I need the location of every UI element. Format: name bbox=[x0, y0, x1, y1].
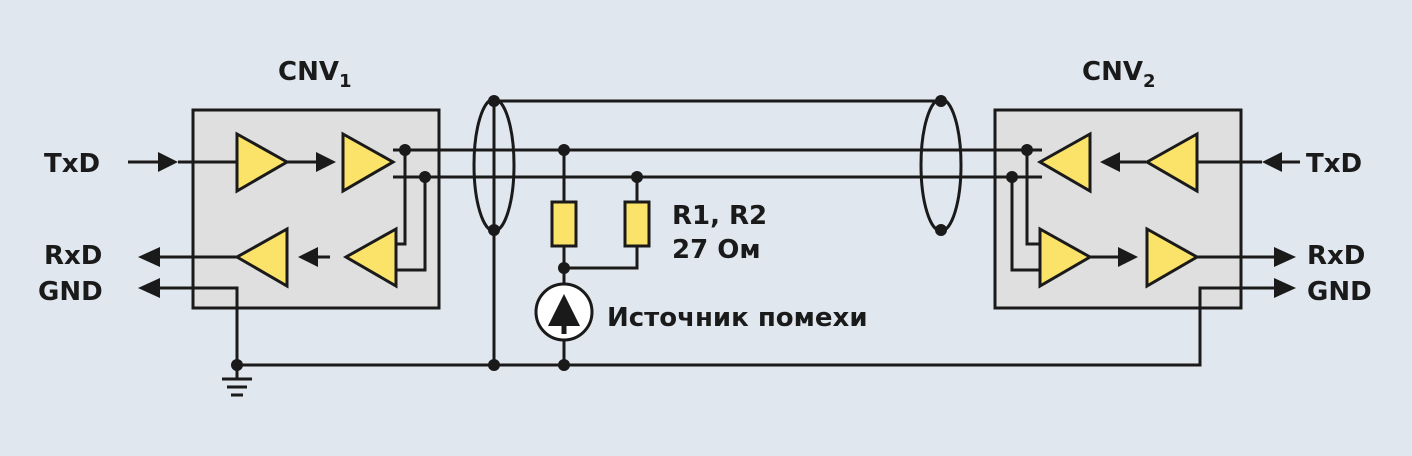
cnv2-rx-amplifier-2 bbox=[1145, 226, 1201, 289]
converter-2-title: CNV2 bbox=[1082, 57, 1156, 92]
converter-1-box bbox=[191, 108, 441, 310]
right-rxd-arrow-icon bbox=[1274, 247, 1296, 267]
junction-dot bbox=[1006, 171, 1018, 183]
junction-dot bbox=[419, 171, 431, 183]
right-rxd-label: RxD bbox=[1307, 241, 1365, 271]
cnv1-tx-amplifier-2 bbox=[341, 131, 397, 194]
cnv2-rx-amplifier-1 bbox=[1038, 226, 1094, 289]
junction-dot bbox=[399, 144, 411, 156]
junction-dot bbox=[488, 95, 500, 107]
resistor-r1 bbox=[550, 200, 578, 248]
right-gnd-label: GND bbox=[1307, 277, 1372, 307]
junction-dots bbox=[231, 95, 1033, 371]
r2-bottom-wire bbox=[564, 246, 639, 270]
junction-dot bbox=[935, 224, 947, 236]
cnv1-rx-amplifier-2 bbox=[342, 226, 398, 289]
cnv1-tx-arrow-icon bbox=[316, 152, 336, 172]
cnv2-tx-amplifier-2 bbox=[1143, 131, 1199, 194]
junction-dot bbox=[935, 95, 947, 107]
left-gnd-arrow-icon bbox=[138, 278, 160, 298]
noise-source-label: Источник помехи bbox=[607, 303, 868, 333]
cnv1-rx-arrow-icon bbox=[298, 247, 318, 267]
cnv2-feedback-a bbox=[1025, 150, 1040, 246]
resistor-r2 bbox=[623, 200, 651, 248]
right-txd-arrow-icon bbox=[1262, 152, 1282, 172]
resistor-value-label: 27 Ом bbox=[672, 235, 761, 265]
left-rxd-arrow-icon bbox=[138, 247, 160, 267]
junction-dot bbox=[558, 144, 570, 156]
left-rxd-label: RxD bbox=[44, 241, 102, 271]
junction-dot bbox=[488, 224, 500, 236]
converter-2-box bbox=[993, 108, 1243, 310]
cnv1-tx-amplifier-1 bbox=[235, 131, 291, 194]
resistor-name-label: R1, R2 bbox=[672, 201, 767, 231]
cnv1-feedback-b bbox=[396, 177, 427, 272]
right-gnd-arrow-icon bbox=[1274, 278, 1296, 298]
junction-dot bbox=[488, 359, 500, 371]
junction-dot bbox=[558, 262, 570, 274]
left-gnd-label: GND bbox=[38, 277, 103, 307]
cnv1-feedback-a bbox=[396, 150, 407, 246]
junction-dot bbox=[631, 171, 643, 183]
noise-source-icon bbox=[534, 282, 594, 342]
cnv2-tx-arrow-icon bbox=[1100, 152, 1120, 172]
junction-dot bbox=[558, 359, 570, 371]
cnv1-rx-amplifier-1 bbox=[233, 226, 289, 289]
junction-dot bbox=[1021, 144, 1033, 156]
cnv2-tx-amplifier-1 bbox=[1036, 131, 1092, 194]
cnv2-feedback-b bbox=[1010, 177, 1040, 272]
left-gnd-wire bbox=[160, 286, 239, 365]
converter-1-title: CNV1 bbox=[278, 57, 352, 92]
junction-dot bbox=[231, 359, 243, 371]
cnv2-rx-arrow-icon bbox=[1118, 247, 1138, 267]
shield-ellipse-right bbox=[919, 97, 963, 233]
right-txd-label: TxD bbox=[1306, 149, 1362, 179]
left-txd-label: TxD bbox=[44, 149, 100, 179]
left-txd-arrow-icon bbox=[158, 152, 178, 172]
ground-bus bbox=[237, 286, 1248, 367]
